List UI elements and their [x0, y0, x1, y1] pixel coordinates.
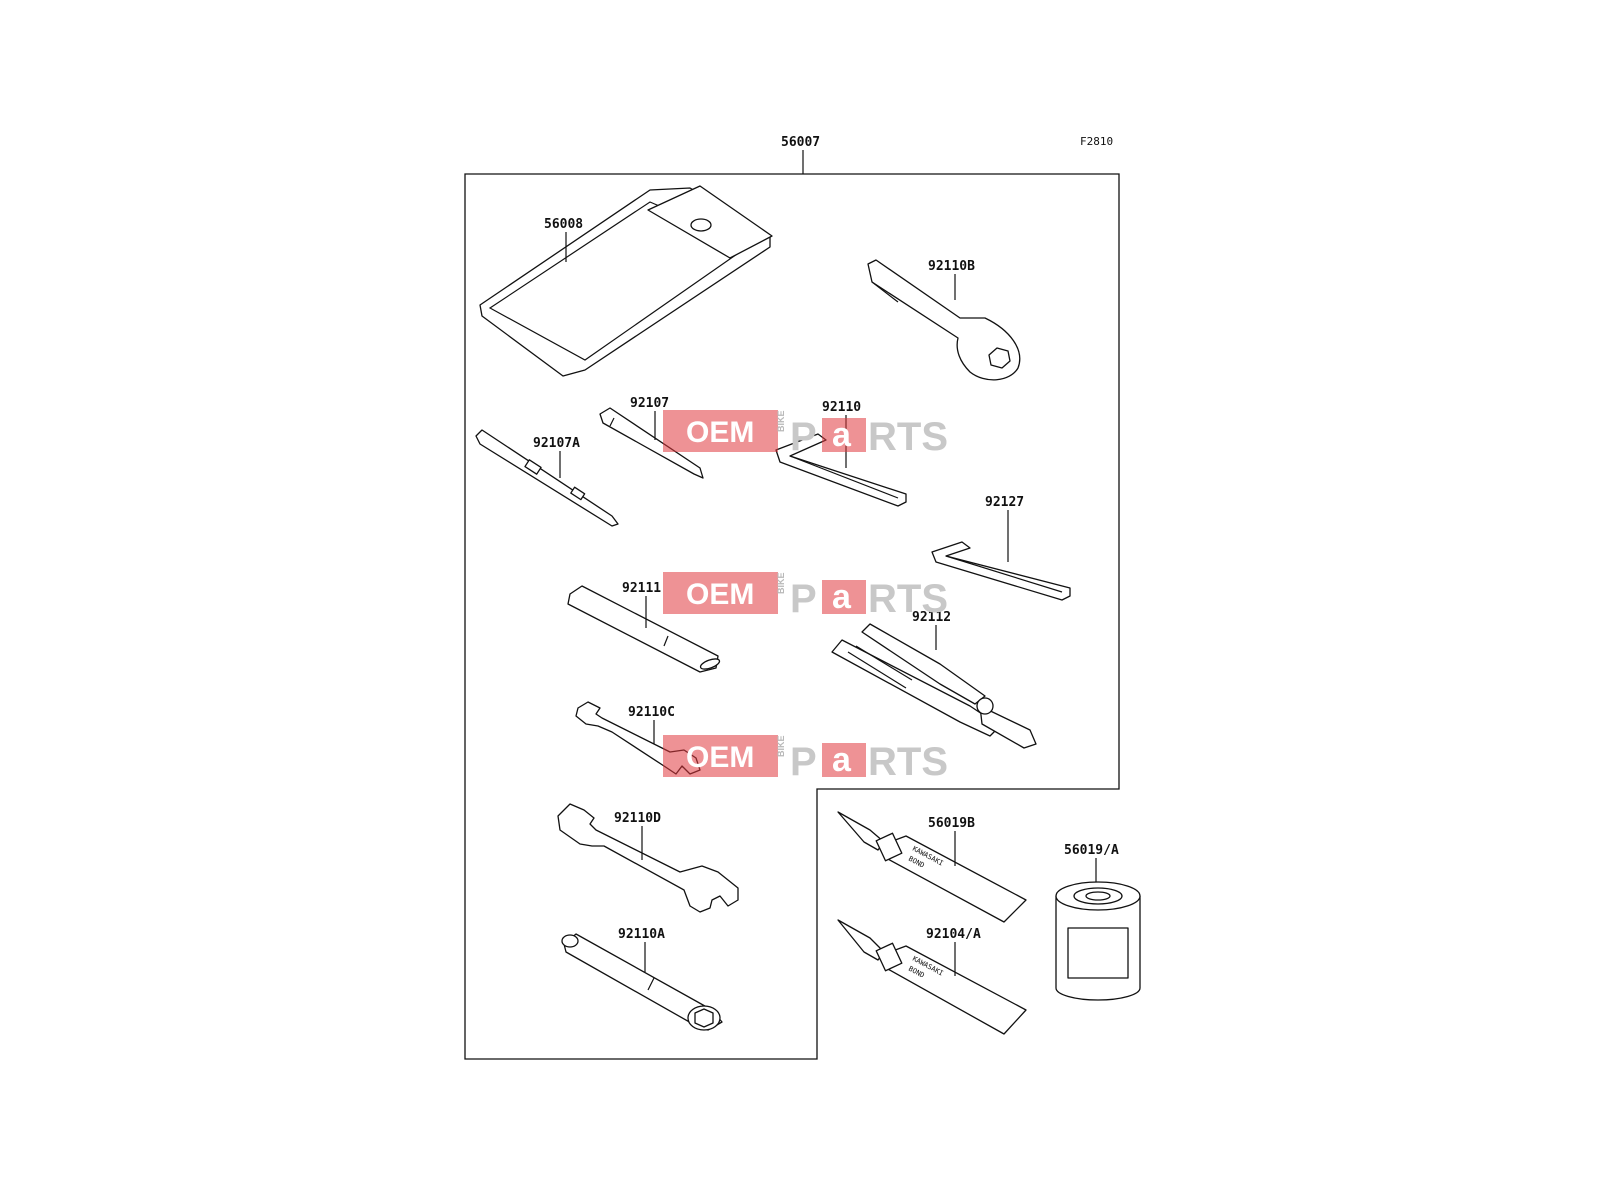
part-label-92110C: 92110C — [628, 705, 675, 720]
watermark-1-a-bg — [822, 418, 866, 452]
bond-can-56019A[interactable]: 56019/A — [1055, 843, 1141, 1001]
watermark-3-oem-bg — [663, 735, 778, 777]
wrench-92110D-body — [557, 803, 739, 913]
watermark-1-oem-bg — [663, 410, 778, 452]
part-label-92110D: 92110D — [614, 811, 661, 826]
part-label-92112: 92112 — [912, 610, 951, 625]
bond-tube-56019B-body — [885, 835, 1027, 923]
box-spanner-hex-socket — [694, 1008, 714, 1028]
watermark-3-rts: RTS — [868, 740, 948, 784]
screwdriver-92107A[interactable]: 92107A — [475, 429, 619, 527]
ring-spanner-hex-hole — [988, 347, 1011, 369]
part-label-92107A: 92107A — [533, 436, 580, 451]
watermark-1: OEM BIKE P a RTS — [663, 410, 948, 459]
part-label-92107: 92107 — [630, 396, 669, 411]
watermark-2-rts: RTS — [868, 577, 948, 621]
hex-key-92110[interactable]: 92110 — [775, 400, 907, 507]
hex-key-92127-body — [931, 541, 1071, 601]
watermark-1-p: P — [790, 415, 817, 459]
part-label-56008: 56008 — [544, 217, 583, 232]
watermark-3-oem: OEM — [686, 741, 754, 774]
bond-can-lid-center — [1085, 891, 1111, 901]
box-spanner-step — [647, 977, 655, 991]
kit-label: 56007 — [781, 135, 820, 150]
box-spanner-end-small — [561, 934, 579, 948]
watermark-3-a: a — [832, 741, 852, 779]
hex-key-92110-edge — [789, 455, 899, 499]
screwdriver-92107A-collar — [570, 486, 586, 501]
part-label-92110: 92110 — [822, 400, 861, 415]
watermark-3-bike: BIKE — [776, 735, 786, 757]
screwdriver-92107A-shaft — [475, 429, 619, 527]
screwdriver-bit-92107-shaft — [599, 407, 704, 479]
pliers-92112[interactable]: 92112 — [831, 610, 1037, 749]
hex-key-92127[interactable]: 92127 — [931, 495, 1071, 601]
extension-bar-end — [699, 658, 721, 670]
extension-bar-92111[interactable]: 92111 — [567, 581, 721, 673]
pliers-pivot-bolt — [976, 697, 994, 715]
watermark-1-a: a — [832, 416, 852, 454]
watermark-2-p: P — [790, 577, 817, 621]
part-label-56019A: 56019/A — [1064, 843, 1119, 858]
tool-pouch-56008[interactable]: 56008 — [479, 185, 773, 377]
ring-spanner-92110B[interactable]: 92110B — [867, 259, 1021, 381]
part-label-92110A: 92110A — [618, 927, 665, 942]
watermark-1-rts: RTS — [868, 415, 948, 459]
watermark-3-p: P — [790, 740, 817, 784]
screwdriver-bit-92107[interactable]: 92107 — [599, 396, 704, 479]
box-spanner-92110A[interactable]: 92110A — [561, 927, 723, 1031]
bond-tube-56019B-cap — [875, 832, 903, 862]
watermark-2-a: a — [832, 578, 852, 616]
hex-key-92127-edge — [945, 555, 1063, 593]
watermark-1-oem: OEM — [686, 416, 754, 449]
watermark-3-a-bg — [822, 743, 866, 777]
extension-bar-step — [663, 635, 669, 647]
watermark-2-oem-bg — [663, 572, 778, 614]
tool-pouch-snap-button — [690, 218, 712, 232]
part-label-92110B: 92110B — [928, 259, 975, 274]
watermark-2: OEM BIKE P a RTS — [663, 572, 948, 621]
screwdriver-92107A-center-block — [524, 459, 542, 475]
watermark-2-oem: OEM — [686, 578, 754, 611]
pliers-grip-lines — [847, 645, 913, 689]
watermark-2-bike: BIKE — [776, 572, 786, 594]
screwdriver-bit-92107-collar — [609, 417, 615, 427]
kit-boundary — [464, 173, 1120, 1060]
watermark-1-bike: BIKE — [776, 410, 786, 432]
bond-tube-92104A-body — [885, 945, 1027, 1035]
part-label-92104A: 92104/A — [926, 927, 981, 942]
figure-id: F2810 — [1080, 135, 1113, 148]
part-label-56019B: 56019B — [928, 816, 975, 831]
ring-spanner-edge — [871, 281, 899, 303]
ring-spanner-body — [867, 259, 1021, 381]
bond-tube-92104A[interactable]: KAWASAKI BOND 92104/A — [837, 919, 1027, 1035]
pliers-jaw — [979, 705, 1037, 749]
part-label-92111: 92111 — [622, 581, 661, 596]
extension-bar-body — [567, 585, 719, 673]
watermark-3: OEM BIKE P a RTS — [663, 735, 948, 784]
bond-tube-56019B[interactable]: KAWASAKI BOND 56019B — [837, 811, 1027, 923]
pliers-handle-upper — [861, 623, 986, 705]
wrench-92110D[interactable]: 92110D — [557, 803, 739, 913]
watermark-2-a-bg — [822, 580, 866, 614]
part-label-92127: 92127 — [985, 495, 1024, 510]
bond-tube-92104A-cap — [875, 942, 903, 972]
bond-can-label-area — [1067, 927, 1129, 979]
